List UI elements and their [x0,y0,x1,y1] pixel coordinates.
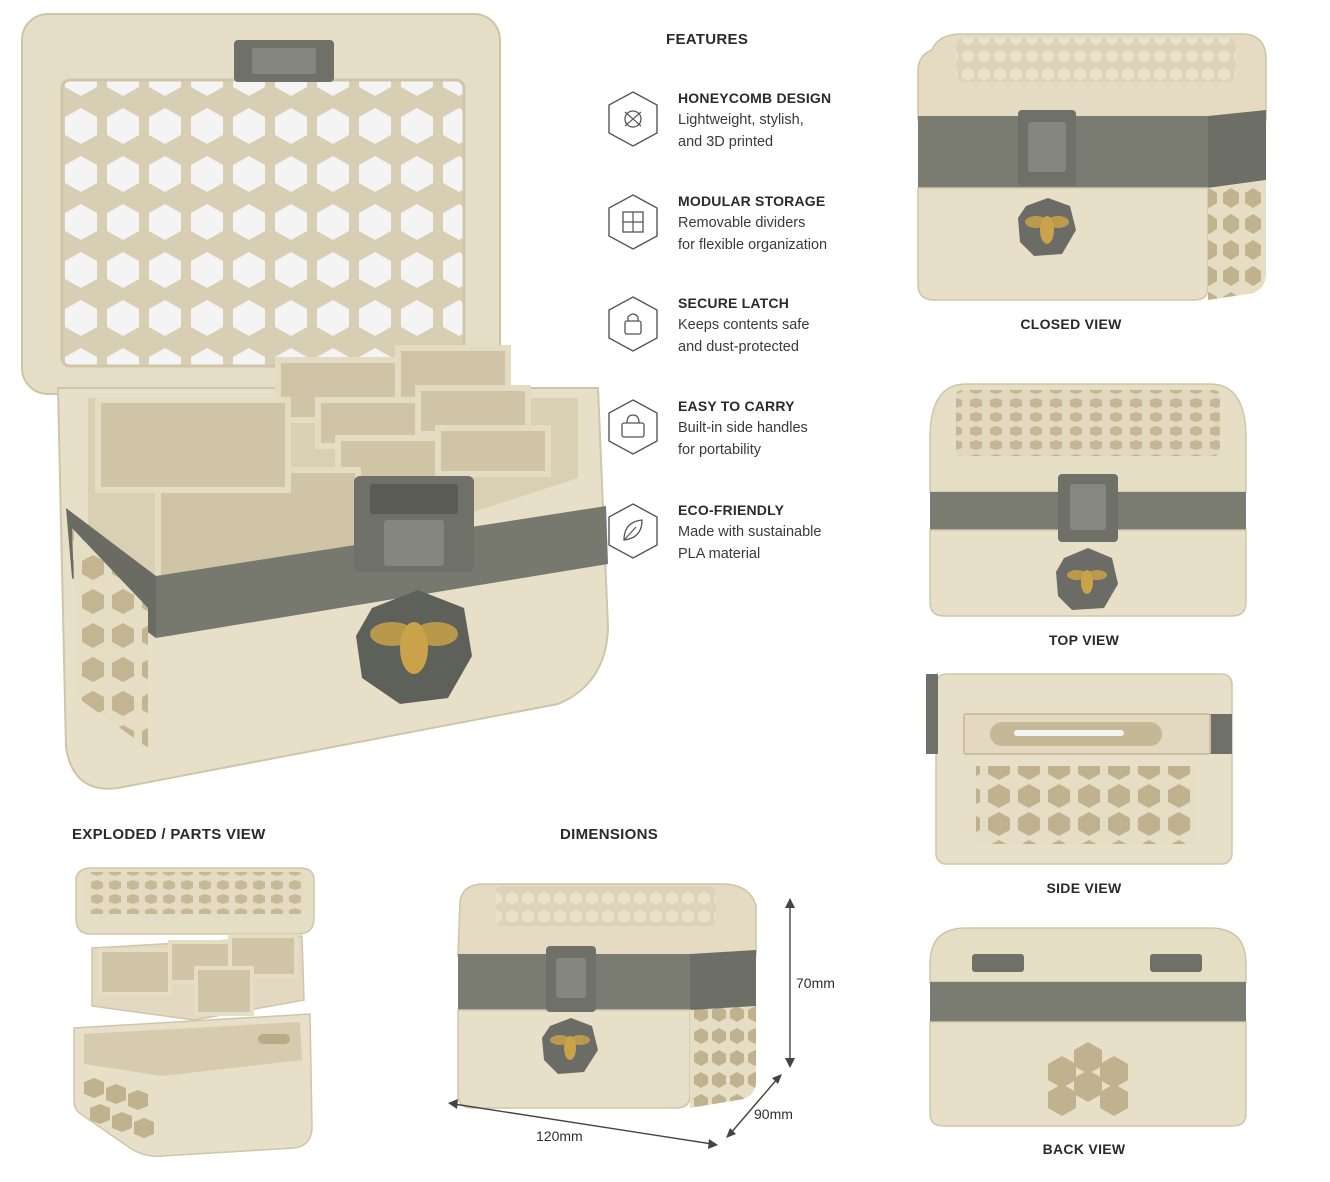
back-view-illustration [929,927,1247,1127]
closed-view-illustration [917,33,1267,301]
dimension-height-label: 70mm [796,975,835,991]
feature-desc-line2: and dust-protected [678,339,799,355]
leaf-icon [608,503,658,559]
feature-desc-line2: and 3D printed [678,134,774,150]
feature-desc-line1: Lightweight, stylish, [678,112,804,128]
features-heading: FEATURES [666,31,749,48]
feature-desc-line1: Removable dividers [678,215,806,231]
exploded-view-illustration [73,867,315,1158]
handle-icon [608,399,658,455]
top-view-illustration [929,383,1247,617]
latch-icon [608,296,658,352]
feature-title: HONEYCOMB DESIGN [678,90,832,106]
top-view-caption: TOP VIEW [1048,632,1120,648]
feature-desc-line1: Made with sustainable [678,524,822,540]
feature-title: EASY TO CARRY [678,398,795,414]
feature-honeycomb: HONEYCOMB DESIGN Lightweight, stylish, a… [604,90,904,170]
feature-title: MODULAR STORAGE [678,193,826,209]
feature-desc-line1: Keeps contents safe [678,317,810,333]
back-view-caption: BACK VIEW [1042,1141,1126,1157]
closed-view-caption: CLOSED VIEW [1020,316,1122,332]
feature-desc-line2: for flexible organization [678,237,828,253]
dimension-width-label: 120mm [536,1128,583,1144]
feature-title: ECO-FRIENDLY [678,502,785,518]
feature-latch: SECURE LATCH Keeps contents safe and dus… [604,295,904,375]
feature-modular: MODULAR STORAGE Removable dividers for f… [604,193,904,273]
exploded-heading: EXPLODED / PARTS VIEW [72,826,266,843]
dimensions-illustration [448,883,795,1149]
feature-desc-line1: Built-in side handles [678,420,808,436]
dimensions-heading: DIMENSIONS [560,826,659,843]
feature-desc-line2: for portability [678,442,762,458]
side-view-illustration [926,673,1233,865]
storage-icon [608,194,658,250]
feature-title: SECURE LATCH [678,295,790,311]
open-box-illustration [21,13,610,790]
feature-eco: ECO-FRIENDLY Made with sustainable PLA m… [604,502,904,582]
dimension-depth-label: 90mm [754,1106,793,1122]
side-view-caption: SIDE VIEW [1046,880,1122,896]
feature-carry: EASY TO CARRY Built-in side handles for … [604,398,904,478]
honeycomb-icon [608,91,658,147]
feature-desc-line2: PLA material [678,546,761,562]
